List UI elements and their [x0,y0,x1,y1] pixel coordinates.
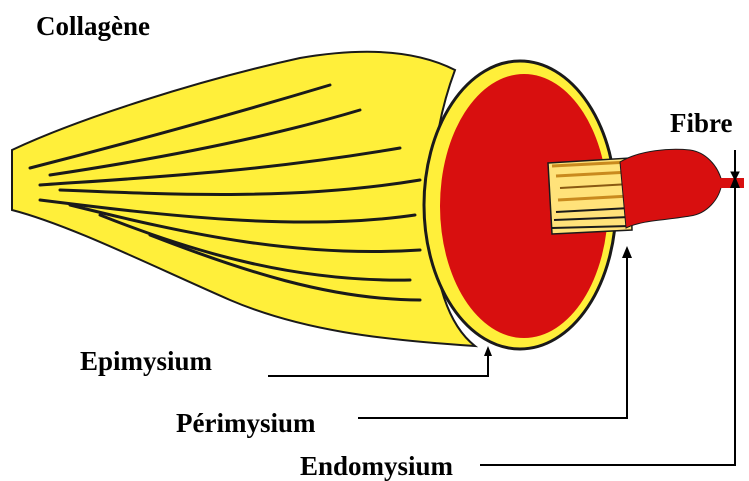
label-endomysium: Endomysium [300,453,453,480]
label-perimysium: Périmysium [176,410,315,437]
muscle-fiber-end [620,149,722,228]
label-fibre: Fibre [670,110,733,137]
epimysium-leader [268,346,492,376]
label-epimysium: Epimysium [80,348,212,375]
fibre-arrow [731,150,739,180]
collagen-tendon-body [12,52,475,346]
fascicle-bundle [548,158,632,234]
label-collagene: Collagène [36,13,150,40]
